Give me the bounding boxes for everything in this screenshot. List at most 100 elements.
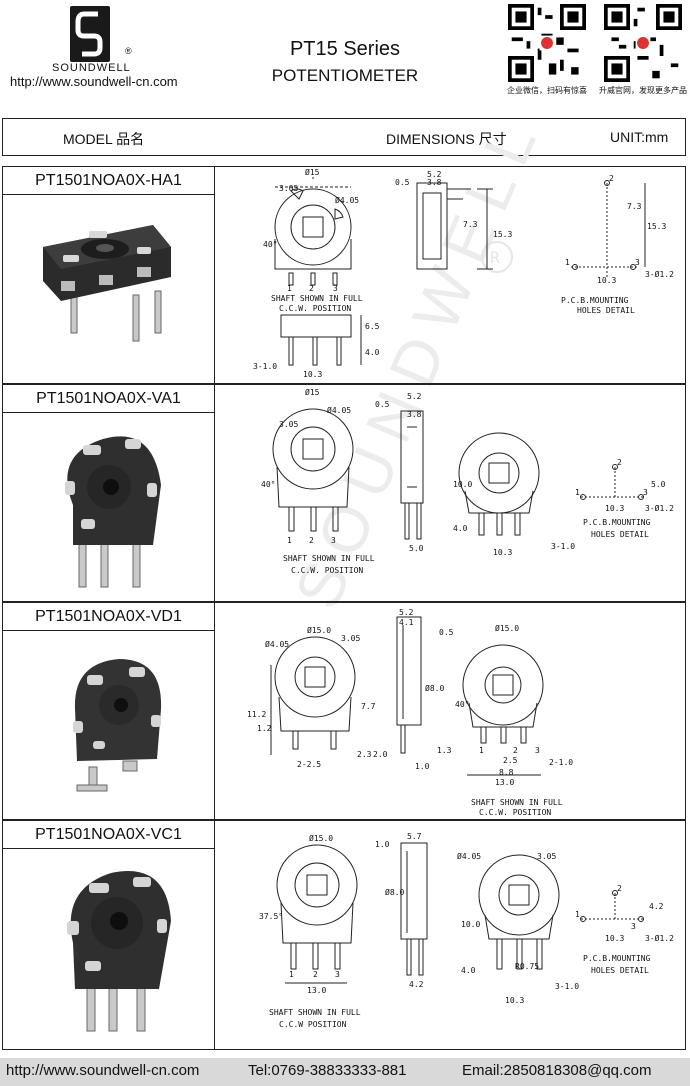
front-3: 10.3 [505,996,524,1005]
front-hole: Ø4.05 [457,851,481,861]
front-2: 10.3 [493,548,512,557]
qr-code-wechat [508,4,586,82]
side-4: 1.0 [415,762,430,771]
pcb-3: 3 [643,488,648,497]
shaft-note-2: C.C.W. POSITION [279,304,351,313]
pcb-3: 3 [635,258,640,267]
left-2: 2-2.5 [297,760,321,769]
pcb-2: 2 [617,458,622,467]
dim-angle: 40° [261,480,275,489]
side-0: 0.5 [375,400,390,409]
bottom-0: 6.5 [365,322,380,331]
dim-hole: Ø4.05 [327,405,351,415]
front-1: 4.0 [461,966,476,975]
footer-email[interactable]: Email:2850818308@qq.com [462,1062,652,1079]
brand-name: SOUNDWELL [52,62,131,74]
front-2: R0.75 [515,962,539,971]
dim-hole: Ø4.05 [335,195,359,205]
front-3: 3-1.0 [551,542,575,551]
front-0: 10.0 [453,480,472,489]
model-name: PT1501NOA0X-VA1 [3,385,214,413]
shaft-note-2: C.C.W. POSITION [479,808,551,817]
pin-3: 3 [335,970,340,979]
dim-top-dia: Ø15.0 [307,625,331,635]
side-0: 1.0 [375,840,390,849]
header-url[interactable]: http://www.soundwell-cn.com [10,74,178,89]
dim-angle: 40° [263,240,277,249]
side-0: 5.2 [399,608,414,617]
pin-1: 1 [287,536,292,545]
pcb-5: 10.3 [605,504,624,513]
pcb-4: 5.0 [651,480,666,489]
product-row-ha1: PT1501NOA0X-HA1 Ø15 3.05 Ø4.05 4 [2,166,686,384]
front-0: 40° [455,700,469,709]
pcb-7: 3-Ø1.2 [645,269,674,279]
qr-caption-website: 升威官网，发现更多产品 [599,86,687,95]
pcb-1: 1 [565,258,570,267]
pcb-1: 1 [575,488,580,497]
qr-code-website [604,4,682,82]
front-2: 8.8 [499,768,514,777]
shaft-note-1: SHAFT SHOWN IN FULL [269,1008,361,1017]
series-subtitle: POTENTIOMETER [271,66,419,85]
side-5: 1.3 [437,746,452,755]
front-4: 2-1.0 [549,758,573,767]
front-dia: Ø15.0 [495,623,519,633]
dim-angle: 37.5° [259,912,283,921]
column-header: MODEL 品名 DIMENSIONS 尺寸 UNIT:mm [2,118,686,156]
front-1: 2.5 [503,756,518,765]
dimension-drawing-vd1: Ø15.0 Ø4.05 3.05 11.2 1.2 2-2.5 7.7 2.3 … [247,608,573,817]
footer-url[interactable]: http://www.soundwell-cn.com [6,1062,200,1079]
side-2: 3.8 [427,178,442,187]
front-1: 4.0 [453,524,468,533]
page-footer: http://www.soundwell-cn.com Tel:0769-388… [0,1058,690,1086]
dim-top-dia: Ø15 [305,387,320,397]
product-row-va1: PT1501NOA0X-VA1 Ø15 3.05 Ø4.05 40° 1 2 3… [2,384,686,602]
front-4: 3-1.0 [555,982,579,991]
front-0: 10.0 [461,920,480,929]
pcb-4: 7.3 [627,202,642,211]
shaft-note-2: C.C.W. POSITION [291,566,363,575]
left-1: 1.2 [257,724,272,733]
front-3: 13.0 [495,778,514,787]
pin-1: 1 [289,970,294,979]
pin-1: 1 [479,746,484,755]
side-1: 5.7 [407,832,422,841]
side-3: 4.2 [409,980,424,989]
side-3: 5.0 [409,544,424,553]
pcb-4: 4.2 [649,902,664,911]
side-2: Ø8.0 [385,887,404,897]
pcb-5: 15.3 [647,222,666,231]
side-2: 0.5 [439,628,454,637]
qr-caption-wechat: 企业微信，扫码有惊喜 [507,86,587,95]
side-4: 15.3 [493,230,512,239]
pcb-3: 3 [631,922,636,931]
product-photo-va1 [65,436,161,588]
model-cell: PT1501NOA0X-VA1 [3,385,215,601]
pcb-2: 2 [617,884,622,893]
pcb-1: 1 [575,910,580,919]
pin-2: 2 [309,284,314,293]
model-cell: PT1501NOA0X-VC1 [3,821,215,1049]
pcb-5: 10.3 [605,934,624,943]
product-row-vd1: PT1501NOA0X-VD1 Ø15.0 Ø4.05 3.05 11.2 1.… [2,602,686,820]
pin-2: 2 [513,746,518,755]
series-title: PT15 Series [289,38,401,60]
model-cell: PT1501NOA0X-HA1 [3,167,215,383]
product-photo-ha1 [43,225,171,342]
product-photo-vc1 [67,871,171,1032]
left-4: 2.3 [357,750,372,759]
shaft-note-1: SHAFT SHOWN IN FULL [271,294,363,303]
dimension-drawing-va1: Ø15 3.05 Ø4.05 40° 1 2 3 SHAFT SHOWN IN … [261,387,674,575]
bottom-2: 3-1.0 [253,362,277,371]
pcb-caption-1: P.C.B.MOUNTING [583,954,651,963]
model-name: PT1501NOA0X-HA1 [3,167,214,195]
dimension-drawing-ha1: Ø15 3.05 Ø4.05 40° 1 2 3 SHAFT SHOWN IN … [253,169,674,379]
dim-top-dia: Ø15 [305,169,320,177]
pin-3: 3 [535,746,540,755]
pcb-caption-1: P.C.B.MOUNTING [583,518,651,527]
soundwell-logo [70,6,110,62]
side-3: Ø8.0 [425,683,444,693]
side-1: 5.2 [407,392,422,401]
pin-3: 3 [333,284,338,293]
